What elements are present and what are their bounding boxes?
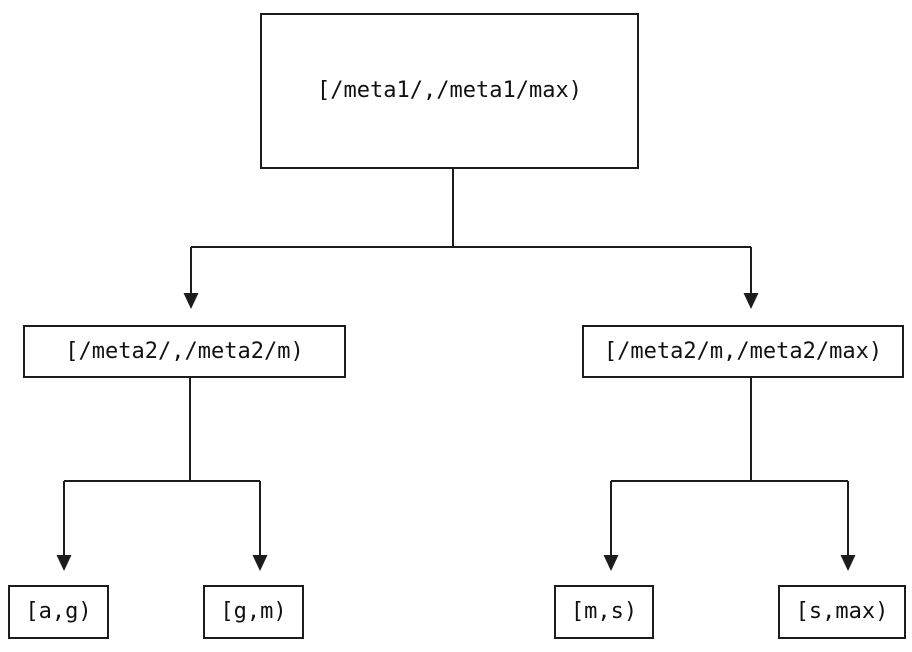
tree-node-root: [/meta1/,/meta1/max)	[260, 13, 639, 169]
arrowhead-icon	[56, 555, 72, 571]
tree-node-leaf-gm-label: [g,m)	[220, 599, 287, 624]
tree-node-root-label: [/meta1/,/meta1/max)	[317, 78, 582, 103]
tree-node-meta2-right-label: [/meta2/m,/meta2/max)	[603, 338, 883, 364]
arrowhead-icon	[743, 293, 759, 309]
tree-node-leaf-ms: [m,s)	[554, 585, 654, 639]
arrowhead-icon	[252, 555, 268, 571]
arrowhead-icon	[183, 293, 199, 309]
arrowhead-icon	[840, 555, 856, 571]
tree-node-leaf-gm: [g,m)	[203, 585, 304, 639]
tree-node-leaf-ag-label: [a,g)	[25, 599, 92, 624]
tree-node-leaf-ag: [a,g)	[8, 585, 109, 639]
tree-node-leaf-smax: [s,max)	[778, 585, 906, 639]
arrowhead-icon	[603, 555, 619, 571]
tree-node-meta2-right: [/meta2/m,/meta2/max)	[582, 325, 904, 378]
tree-node-meta2-left-label: [/meta2/,/meta2/m)	[65, 338, 304, 364]
tree-node-leaf-smax-label: [s,max)	[795, 599, 889, 624]
tree-node-meta2-left: [/meta2/,/meta2/m)	[23, 325, 346, 378]
tree-node-leaf-ms-label: [m,s)	[570, 599, 638, 624]
